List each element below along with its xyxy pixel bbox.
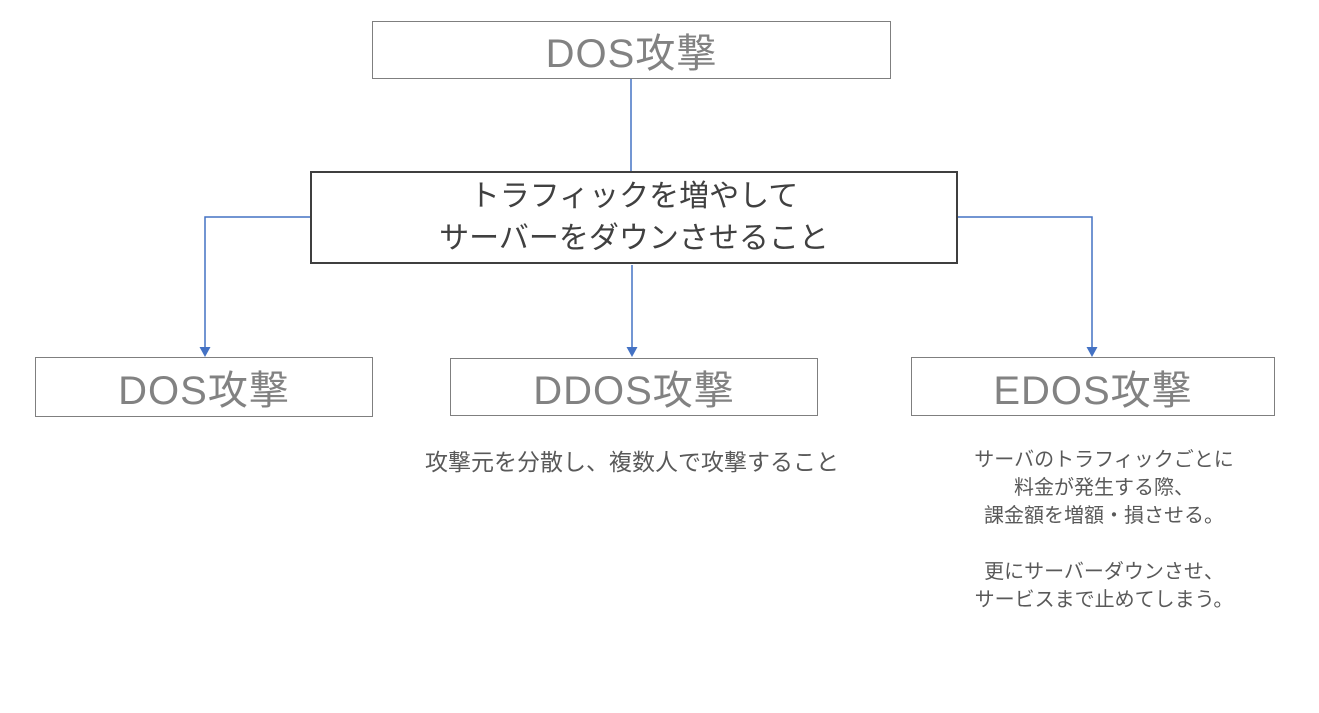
node-child-edos-label: EDOS攻撃	[993, 368, 1193, 413]
edos-description-line: 料金が発生する際、	[1014, 477, 1194, 499]
edos-description-line: サーバのトラフィックごとに	[974, 449, 1234, 471]
definition-line-2: サーバーをダウンさせること	[439, 221, 829, 255]
arrowhead-middle-icon	[626, 347, 638, 357]
edos-description-line-blank	[944, 530, 1264, 558]
arrowhead-right-icon	[1086, 347, 1098, 357]
node-child-dos-label: DOS攻撃	[118, 369, 290, 413]
node-child-dos: DOS攻撃	[35, 357, 373, 417]
ddos-description-line: 攻撃元を分散し、複数人で攻撃すること	[425, 449, 839, 475]
node-child-edos: EDOS攻撃	[911, 357, 1275, 416]
arrowhead-left-icon	[199, 347, 211, 357]
edos-description-line: 更にサーバーダウンさせ、	[984, 561, 1224, 583]
edos-description-line: サービスまで止めてしまう。	[974, 589, 1234, 611]
node-root-label: DOS攻撃	[545, 32, 718, 76]
connector-elbow-left	[204, 216, 310, 348]
node-child-ddos-label: DDOS攻撃	[533, 369, 735, 413]
connector-elbow-right	[958, 216, 1093, 348]
node-root-dos: DOS攻撃	[372, 21, 891, 79]
definition-line-1: トラフィックを増やして	[469, 179, 799, 213]
node-child-ddos: DDOS攻撃	[450, 358, 818, 416]
edos-description-line: 課金額を増額・損させる。	[984, 505, 1224, 527]
node-definition: トラフィックを増やして サーバーをダウンさせること	[310, 171, 958, 264]
edos-description: サーバのトラフィックごとに 料金が発生する際、 課金額を増額・損させる。 更にサ…	[944, 446, 1264, 614]
ddos-description: 攻撃元を分散し、複数人で攻撃すること	[412, 447, 852, 477]
